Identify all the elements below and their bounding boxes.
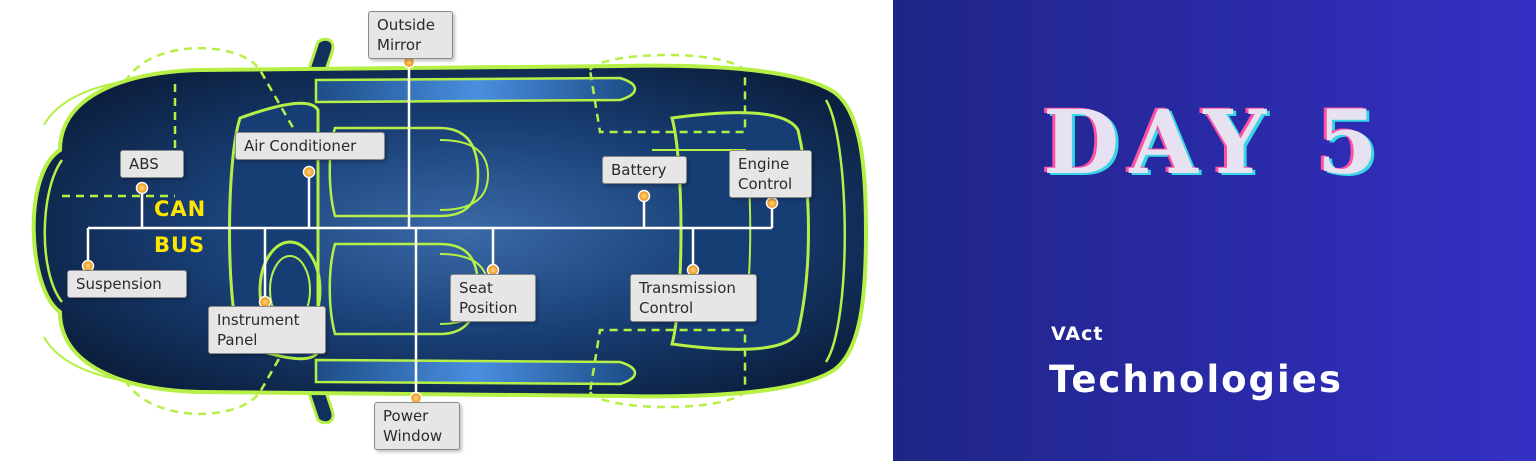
company-name-long: Technologies bbox=[1049, 358, 1343, 401]
day-title: DAY 5 bbox=[1043, 90, 1388, 194]
node-air-conditioner: Air Conditioner bbox=[235, 132, 385, 160]
node-transmission-control-line2: Control bbox=[639, 299, 694, 317]
node-battery: Battery bbox=[602, 156, 687, 184]
title-banner: DAY 5 VAct Technologies bbox=[893, 0, 1536, 461]
car-illustration bbox=[31, 37, 869, 425]
node-outside-mirror-line1: Outside bbox=[377, 16, 435, 34]
node-outside-mirror-line2: Mirror bbox=[377, 36, 422, 54]
windshield-front bbox=[228, 101, 320, 361]
node-engine-control: Engine Control bbox=[729, 150, 812, 198]
node-abs: ABS bbox=[120, 150, 184, 178]
node-seat-position-line1: Seat bbox=[459, 279, 493, 297]
node-instrument-panel: Instrument Panel bbox=[208, 306, 326, 354]
node-transmission-control-line1: Transmission bbox=[639, 279, 736, 297]
node-seat-position-line2: Position bbox=[459, 299, 518, 317]
node-engine-control-line1: Engine bbox=[738, 155, 790, 173]
node-power-window-line2: Window bbox=[383, 427, 443, 445]
can-bus-lines bbox=[86, 62, 774, 398]
bus-label: BUS bbox=[154, 233, 206, 257]
node-battery-line1: Battery bbox=[611, 161, 667, 179]
node-power-window: Power Window bbox=[374, 402, 460, 450]
node-suspension-line1: Suspension bbox=[76, 275, 162, 293]
connection-dots bbox=[81, 55, 779, 405]
node-air-conditioner-line1: Air Conditioner bbox=[244, 137, 357, 155]
dashed-outlines bbox=[62, 47, 747, 415]
node-instrument-panel-line2: Panel bbox=[217, 331, 258, 349]
company-name-short: VAct bbox=[1051, 323, 1104, 345]
node-seat-position: Seat Position bbox=[450, 274, 536, 322]
node-instrument-panel-line1: Instrument bbox=[217, 311, 300, 329]
can-label: CAN bbox=[154, 197, 207, 221]
node-power-window-line1: Power bbox=[383, 407, 429, 425]
node-transmission-control: Transmission Control bbox=[630, 274, 757, 322]
node-suspension: Suspension bbox=[67, 270, 187, 298]
can-bus-diagram: CAN BUS Outside Mirror ABS Air Condition… bbox=[31, 11, 869, 450]
node-outside-mirror: Outside Mirror bbox=[368, 11, 453, 59]
node-engine-control-line2: Control bbox=[738, 175, 793, 193]
node-abs-line1: ABS bbox=[129, 155, 159, 173]
